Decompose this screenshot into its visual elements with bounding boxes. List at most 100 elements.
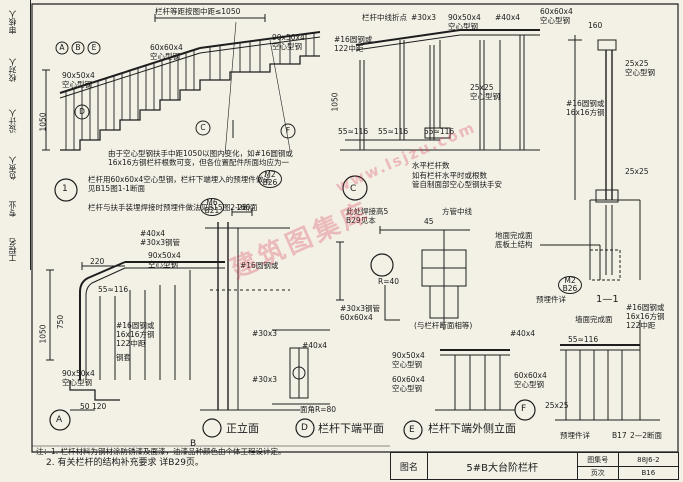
label-30x3-b2: #30x3 xyxy=(252,329,278,338)
stair-elevation xyxy=(42,14,320,201)
hint-5: 栏杆与扶手装埋焊接时预埋件做法见B15图2-2断面 xyxy=(88,203,258,212)
label-hollow-c3: 空心型钢 xyxy=(470,92,500,101)
drawing-title: 5#B大台阶栏杆 xyxy=(428,453,578,479)
label-b17: B17 xyxy=(612,431,627,440)
label-30x3-b3: #30x3 xyxy=(252,375,278,384)
label-hollow-e: 空心型钢 xyxy=(392,360,422,369)
title-block-right: 图集号 88J6-2 页次 B16 xyxy=(577,453,678,479)
label-30x3-top: #30x3 xyxy=(411,13,437,22)
label-25x25-r: 25x25 xyxy=(625,59,649,68)
label-steel-90-left: 90x50x4 xyxy=(62,71,95,80)
label-90-e: 90x50x4 xyxy=(392,351,425,360)
dim-220: 220 xyxy=(90,257,105,266)
title-label: 图名 xyxy=(391,453,428,479)
label-60-b: 60x60x4 xyxy=(340,313,373,322)
label-90-a: 90x50x4 xyxy=(148,251,181,260)
dim-55-a: 55≈116 xyxy=(98,285,129,294)
page-no: B16 xyxy=(641,469,656,477)
dim-55-c2: 55≈116 xyxy=(378,127,409,136)
label-hollow-c2: 空心型钢 xyxy=(540,16,570,25)
hint-3: 栏杆用60x60x4空心型钢，栏杆下端埋入的预埋件做法 xyxy=(88,175,271,184)
detail-a-elevation xyxy=(46,262,225,430)
detail-d-plan xyxy=(272,330,330,437)
ref-b26-r: B26 xyxy=(562,284,578,293)
label-90-a2: 90x50x4 xyxy=(62,369,95,378)
callout-c-detail: C xyxy=(350,184,357,194)
label-40x4-f: #40x4 xyxy=(510,329,536,338)
label-hollow-c: 空心型钢 xyxy=(448,22,478,31)
label-16-f: #16圆钢或 xyxy=(626,303,665,312)
detail-c xyxy=(340,30,540,200)
label-60-c: 60x60x4 xyxy=(540,7,573,16)
label-16-b: #16圆钢或 xyxy=(240,261,279,270)
callout-c: C xyxy=(200,123,206,132)
callout-one: 1 xyxy=(62,184,68,194)
atlas-no: 88J6-2 xyxy=(637,455,660,464)
hint-4: 见B15图1-1断面 xyxy=(88,184,145,193)
label-hollow-a: 空心型钢 xyxy=(148,260,178,269)
label-60-f: 60x60x4 xyxy=(514,371,547,380)
no-label: 图集号 xyxy=(578,453,619,466)
label-122-c: 122中距 xyxy=(334,44,364,53)
label-122-f: 122中距 xyxy=(626,321,656,330)
signature-strip: 审核人 校对人 设计人 负责人 专业 工程名 xyxy=(6,0,31,270)
dim-1050-a: 1050 xyxy=(38,324,48,344)
label-top-rail: 栏杆等距按图中距≤1050 xyxy=(155,7,241,16)
detail-b-front xyxy=(200,208,300,437)
note-2: 2. 有关栏杆的结构补充要求 详B29页。 xyxy=(46,458,204,468)
label-mid-b: 此处焊接高5 xyxy=(346,207,389,216)
dim-160-b: 160 xyxy=(236,203,251,212)
label-wall: 墙面完成面 xyxy=(575,315,613,324)
label-40x4-a2: #30x3钢管 xyxy=(140,238,181,247)
section-1-1-label: 1—1 xyxy=(596,294,619,305)
label-hollow-e2: 空心型钢 xyxy=(392,384,422,393)
callout-a: A xyxy=(59,43,65,52)
label-mid-a: 栏杆中线折点 xyxy=(362,13,407,22)
title-block: 图名 5#B大台阶栏杆 图集号 88J6-2 页次 B16 xyxy=(390,452,679,480)
label-emb-f: 预埋件详 xyxy=(560,431,590,440)
title-block-row-page: 页次 B16 xyxy=(578,467,678,479)
page-label: 页次 xyxy=(578,467,619,479)
plate-note-4: (与栏杆断面相等) xyxy=(414,321,473,330)
label-mid-c: B29见本 xyxy=(346,216,376,225)
label-struct: 底板土结构 xyxy=(495,240,533,249)
plate-note-3: 管自制面部空心型钢扶手安 xyxy=(412,180,502,189)
detail-f xyxy=(515,320,660,420)
label-16b-a: 16x16方钢 xyxy=(116,330,155,339)
label-hollow-f: 空心型钢 xyxy=(514,380,544,389)
label-16b-r: 16x16方钢 xyxy=(566,108,605,117)
label-25x25-f: 25x25 xyxy=(545,401,569,410)
hint-1: 由于空心型钢扶手中距1050以图内变化，如#16圆钢或 xyxy=(108,149,293,158)
hint-2: 16x16方钢栏杆根数可变，但各位置配件所面均应为一 xyxy=(108,158,290,167)
dim-50: 50 xyxy=(80,402,90,411)
caption-b-letter: B xyxy=(190,439,197,449)
dim-160-right: 160 xyxy=(588,21,603,30)
ref-m6: M6 xyxy=(206,198,218,207)
label-s-d: 面角R=80 xyxy=(300,405,337,414)
dim-55-c: 55≈116 xyxy=(338,127,369,136)
plate-note-2: 如有栏杆水平时或根数 xyxy=(412,171,487,180)
dim-55-c3: 55≈116 xyxy=(424,127,455,136)
label-sleeve-a: 钢套 xyxy=(116,353,131,362)
label-hollow-a2: 空心型钢 xyxy=(62,378,92,387)
caption-e-letter: E xyxy=(409,425,415,435)
caption-front-elev: 正立面 xyxy=(226,422,259,435)
label-16-r: #16圆钢或 xyxy=(566,99,605,108)
note-1: 注：1. 栏杆材料为钢材涂防锈漆及面漆，油漆品种颜色由个体工程设计定。 xyxy=(36,447,286,456)
ref-b21: B21 xyxy=(204,206,220,215)
label-r40: R=40 xyxy=(378,277,400,286)
plate-detail xyxy=(336,226,470,330)
caption-d-letter: D xyxy=(301,423,308,433)
label-122-a: 122中距 xyxy=(116,339,146,348)
detail-e-elevation xyxy=(404,350,515,439)
section-1-1 xyxy=(540,35,640,280)
caption-rail-lower-plan: 栏杆下端平面 xyxy=(318,422,384,435)
caption-f-letter: F xyxy=(521,404,527,414)
dim-55-f: 55≈116 xyxy=(568,335,599,344)
callout-f: F xyxy=(285,126,291,135)
dim-120: 120 xyxy=(92,402,107,411)
